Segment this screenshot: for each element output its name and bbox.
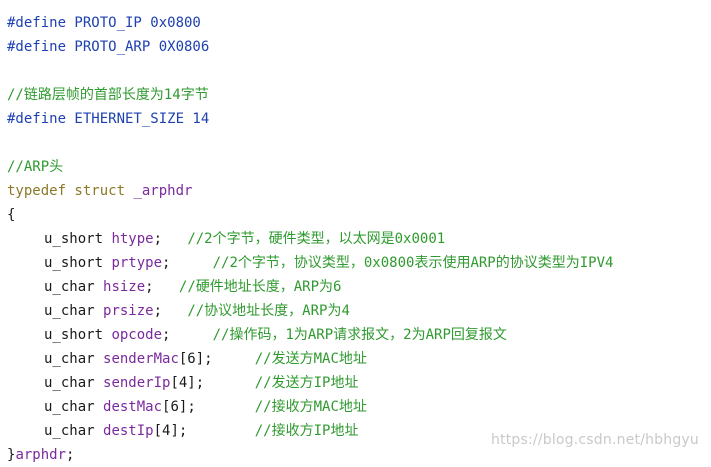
plain-token: u_short xyxy=(44,255,112,271)
plain-token: } xyxy=(7,447,16,463)
identifier-token: opcode xyxy=(111,327,163,343)
type-token: typedef struct xyxy=(7,183,134,199)
code-line: u_char hsize; //硬件地址长度，ARP为6 xyxy=(7,275,341,299)
plain-token: u_short xyxy=(44,327,112,343)
code-line: #define ETHERNET_SIZE 14 xyxy=(7,107,209,131)
comment-token: //协议地址长度，ARP为4 xyxy=(187,303,350,319)
code-line: u_char senderIp[4]; //发送方IP地址 xyxy=(7,371,358,395)
comment-token: //接收方IP地址 xyxy=(254,423,359,439)
plain-token: u_char xyxy=(44,351,104,367)
identifier-token: destMac xyxy=(103,399,163,415)
identifier-token: _arphdr xyxy=(133,183,193,199)
code-line: u_char destIp[4]; //接收方IP地址 xyxy=(7,419,358,443)
plain-token: ; xyxy=(153,303,188,319)
plain-token: u_char xyxy=(44,303,104,319)
code-line: //ARP头 xyxy=(7,155,63,179)
keyword-token: #define PROTO_IP 0x0800 xyxy=(7,15,201,31)
comment-token: //发送方IP地址 xyxy=(254,375,359,391)
comment-token: //2个字节，硬件类型，以太网是0x0001 xyxy=(187,231,446,247)
identifier-token: prsize xyxy=(103,303,154,319)
comment-token: //操作码，1为ARP请求报文，2为ARP回复报文 xyxy=(212,327,507,343)
plain-token: u_char xyxy=(44,423,104,439)
keyword-token: #define ETHERNET_SIZE 14 xyxy=(7,111,210,127)
plain-token: [4]; xyxy=(153,423,255,439)
code-line: u_short htype; //2个字节，硬件类型，以太网是0x0001 xyxy=(7,227,445,251)
code-line: { xyxy=(7,203,15,227)
code-line: u_short prtype; //2个字节，协议类型，0x0800表示使用AR… xyxy=(7,251,613,275)
identifier-token: arphdr xyxy=(15,447,67,463)
code-line: }arphdr; xyxy=(7,443,74,467)
identifier-token: senderIp xyxy=(103,375,171,391)
plain-token: [4]; xyxy=(170,375,255,391)
keyword-token: #define PROTO_ARP 0X0806 xyxy=(7,39,210,55)
code-line: #define PROTO_IP 0x0800 xyxy=(7,11,201,35)
plain-token: ; xyxy=(145,279,179,295)
code-line: u_short opcode; //操作码，1为ARP请求报文，2为ARP回复报… xyxy=(7,323,507,347)
comment-token: //ARP头 xyxy=(7,159,64,175)
plain-token: ; xyxy=(153,231,188,247)
code-line: //链路层帧的首部长度为14字节 xyxy=(7,83,209,107)
comment-token: //链路层帧的首部长度为14字节 xyxy=(7,87,209,103)
plain-token: [6]; xyxy=(178,351,255,367)
code-line: u_char senderMac[6]; //发送方MAC地址 xyxy=(7,347,367,371)
comment-token: //接收方MAC地址 xyxy=(254,399,367,415)
plain-token: [6]; xyxy=(162,399,255,415)
identifier-token: destIp xyxy=(103,423,154,439)
plain-token: u_char xyxy=(44,279,104,295)
comment-token: //发送方MAC地址 xyxy=(254,351,367,367)
comment-token: //2个字节，协议类型，0x0800表示使用ARP的协议类型为IPV4 xyxy=(212,255,614,271)
watermark: https://blog.csdn.net/hbhgyu xyxy=(490,432,699,448)
plain-token: u_char xyxy=(44,399,104,415)
plain-token: u_char xyxy=(44,375,104,391)
plain-token: u_short xyxy=(44,231,112,247)
plain-token: ; xyxy=(162,255,213,271)
plain-token: ; xyxy=(66,447,75,463)
identifier-token: hsize xyxy=(103,279,146,295)
code-line: typedef struct _arphdr xyxy=(7,179,192,203)
code-line: u_char destMac[6]; //接收方MAC地址 xyxy=(7,395,367,419)
identifier-token: prtype xyxy=(111,255,163,271)
identifier-token: htype xyxy=(111,231,154,247)
plain-token: { xyxy=(7,207,16,223)
code-line: u_char prsize; //协议地址长度，ARP为4 xyxy=(7,299,350,323)
plain-token: ; xyxy=(162,327,213,343)
identifier-token: senderMac xyxy=(103,351,179,367)
comment-token: //硬件地址长度，ARP为6 xyxy=(178,279,342,295)
code-line: #define PROTO_ARP 0X0806 xyxy=(7,35,209,59)
